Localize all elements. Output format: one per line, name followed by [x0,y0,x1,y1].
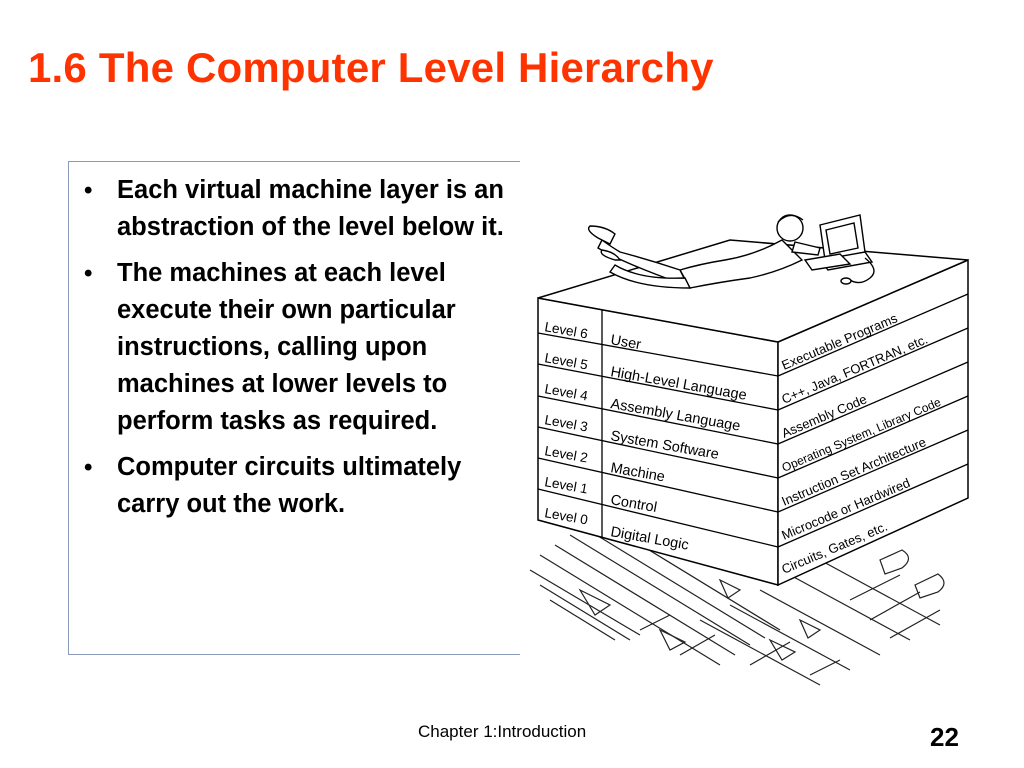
bullet-item: • The machines at each level execute the… [69,255,520,440]
level-name: User [609,332,642,353]
bullet-item: • Computer circuits ultimately carry out… [69,449,520,523]
level-label: Level 5 [543,350,588,372]
bullet-text: The machines at each level execute their… [117,259,456,435]
level-hierarchy-figure: Level 6 Level 5 Level 4 Level 3 Level 2 … [520,160,1000,690]
level-label: Level 6 [543,319,588,341]
footer-chapter: Chapter 1:Introduction [418,722,587,741]
level-label: Level 1 [543,474,588,496]
bullet-icon: • [84,260,93,287]
user-at-computer-illustration [587,214,875,289]
bullet-text-box: • Each virtual machine layer is an abstr… [68,161,520,655]
level-label: Level 3 [543,412,588,434]
bullet-icon: • [84,454,93,481]
level-label: Level 2 [543,443,588,465]
level-label: Level 0 [543,505,588,527]
bullet-text: Computer circuits ultimately carry out t… [117,453,462,518]
bullet-item: • Each virtual machine layer is an abstr… [69,172,520,246]
slide-title: 1.6 The Computer Level Hierarchy [28,44,714,91]
level-name: Control [609,492,658,516]
circuit-board-illustration [529,519,945,686]
page-number: 22 [930,722,959,752]
level-hierarchy-diagram: Level 6 Level 5 Level 4 Level 3 Level 2 … [529,214,969,686]
bullet-icon: • [84,177,93,204]
bullet-list: • Each virtual machine layer is an abstr… [69,162,520,523]
bullet-text: Each virtual machine layer is an abstrac… [117,176,504,241]
